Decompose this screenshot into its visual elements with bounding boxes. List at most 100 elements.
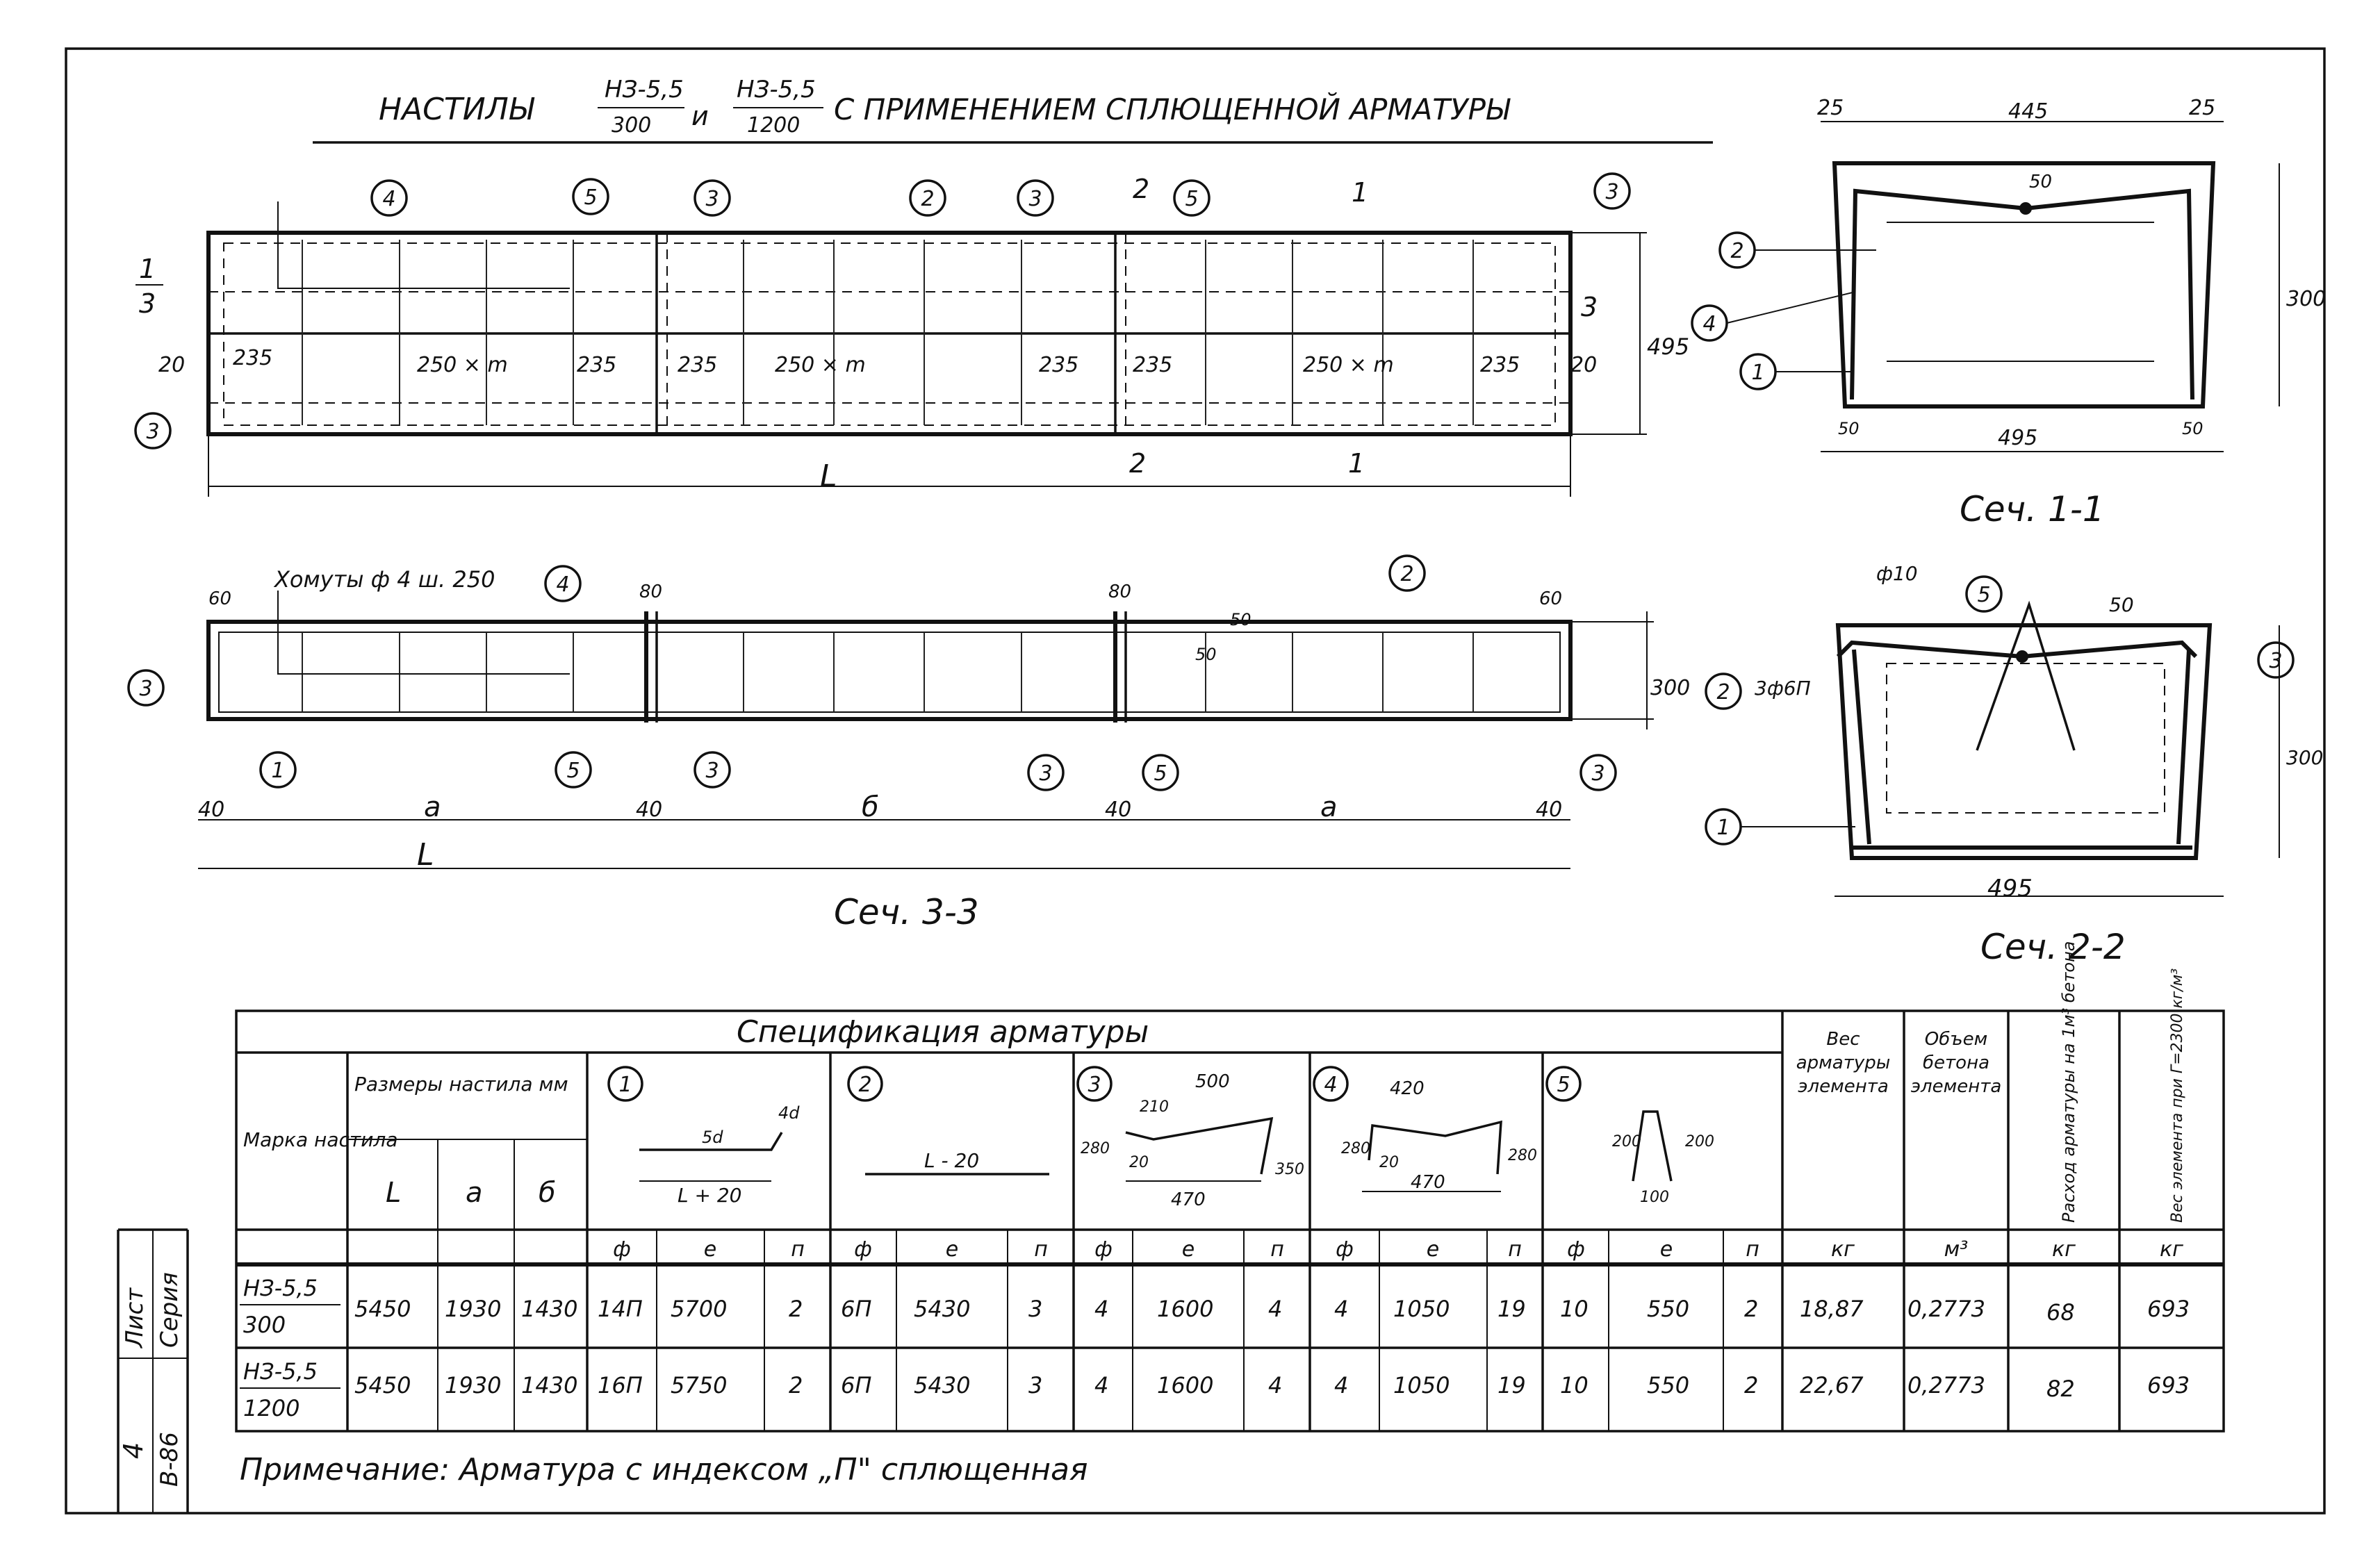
bar3-dim-4: 20 xyxy=(1129,1154,1149,1171)
plan-dim-3: 250 × m xyxy=(417,353,508,377)
section-3-3: Хомуты ф 4 ш. 250 60 80 80 60 40 a 40 б … xyxy=(127,554,1690,932)
row2-mark-bottom: 1200 xyxy=(243,1395,299,1421)
row1-mark-top: НЗ-5,5 xyxy=(243,1275,318,1301)
s33-dim-bot-7: 40 xyxy=(1536,798,1562,822)
s11-dim-2: 445 xyxy=(2008,99,2048,124)
col-a-header: a xyxy=(466,1177,483,1209)
row2-b2-len: 5430 xyxy=(914,1372,970,1399)
bar1-sketch: 1 4d 5d L + 20 xyxy=(607,1066,800,1207)
col-elem-header: Вес элемента при Г=2300 кг/м³ xyxy=(2169,968,2186,1223)
row1-weight: 18,87 xyxy=(1800,1296,1864,1322)
stirrup-note: Хомуты ф 4 ш. 250 xyxy=(273,566,495,593)
bar4-sketch: 4 420 280 20 470 280 xyxy=(1313,1066,1537,1193)
row1-b3-len: 1600 xyxy=(1157,1296,1213,1322)
plan-dim-5: 235 xyxy=(678,353,717,377)
plan-dim-7: 235 xyxy=(1039,353,1078,377)
unit-rate: кг xyxy=(2052,1237,2076,1262)
unit-elem: кг xyxy=(2160,1237,2183,1262)
sub-phi-5: ф xyxy=(1567,1237,1585,1262)
plan-callout-3c: 3 xyxy=(1605,180,1618,204)
bar3-dim-3: 280 xyxy=(1081,1140,1110,1157)
bar5-dim-2: 200 xyxy=(1685,1133,1714,1150)
spec-table: Спецификация арматуры Марка настила Разм… xyxy=(235,941,2225,1433)
s11-callout-2: 2 xyxy=(1730,239,1743,263)
row2-b5-qty: 2 xyxy=(1744,1372,1758,1399)
sub-e-5: е xyxy=(1660,1237,1673,1262)
plan-dim-8: 235 xyxy=(1133,353,1172,377)
sub-n-3: п xyxy=(1270,1237,1284,1262)
drawing-title: НАСТИЛЫ НЗ-5,5 300 и НЗ-5,5 1200 С ПРИМЕ… xyxy=(313,76,1713,144)
bar3-dim-5: 350 xyxy=(1275,1161,1304,1178)
plan-dim-2: 235 xyxy=(233,346,272,370)
s33-dim-bot-5: 40 xyxy=(1105,798,1131,822)
row1-b1-phi: 14П xyxy=(598,1296,643,1322)
bar1-dim-3: L + 20 xyxy=(678,1184,742,1207)
s33-small-dim-2: 50 xyxy=(1230,610,1251,629)
bar3-dim-1: 500 xyxy=(1195,1071,1230,1092)
bar3-sketch: 3 500 210 280 20 350 470 xyxy=(1076,1066,1304,1210)
row1-mark-bottom: 300 xyxy=(243,1312,286,1338)
plan-dim-9: 250 × m xyxy=(1303,353,1394,377)
bar1-dim-2: 5d xyxy=(702,1128,723,1147)
sub-e-4: е xyxy=(1427,1237,1439,1262)
plan-length-label: L xyxy=(820,459,837,494)
bar2-sketch: 2 L - 20 xyxy=(847,1066,1049,1176)
plan-cut-1b: 1 xyxy=(1348,448,1365,479)
plan-callout-3b: 3 xyxy=(1028,187,1042,211)
row2-b3-phi: 4 xyxy=(1094,1372,1108,1399)
s33-dim-bot-1: 40 xyxy=(198,798,224,822)
s33-callout-3c: 3 xyxy=(1039,761,1052,786)
section-2-2: ф10 50 3ф6П 300 495 Сеч. 2-2 5 2 3 1 xyxy=(1705,562,2323,967)
title-mark1-bottom: 300 xyxy=(612,113,651,138)
title-mark1-top: НЗ-5,5 xyxy=(605,76,684,104)
bar2-dim-1: L - 20 xyxy=(924,1149,979,1172)
row1-b2-qty: 3 xyxy=(1028,1296,1042,1322)
bar1-dim-1: 4d xyxy=(778,1103,800,1123)
s22-dim-1: ф10 xyxy=(1876,562,1918,585)
stamp-sheet: Лист xyxy=(121,1287,149,1349)
s33-small-dim-1: 50 xyxy=(1195,645,1217,664)
row1-b5-qty: 2 xyxy=(1744,1296,1758,1322)
s22-callout-5: 5 xyxy=(1977,583,1990,607)
plan-cut-2a: 2 xyxy=(1133,174,1149,204)
sheet-frame xyxy=(65,47,2326,1515)
s33-dim-top-1: 60 xyxy=(208,588,231,609)
plan-dim-6: 250 × m xyxy=(775,353,866,377)
row2-b5-phi: 10 xyxy=(1560,1372,1589,1399)
row1-b4-phi: 4 xyxy=(1334,1296,1348,1322)
stamp-series: Серия xyxy=(156,1272,183,1348)
s22-callout-1: 1 xyxy=(1716,816,1730,840)
bar1-number: 1 xyxy=(618,1073,632,1097)
row2-b4-len: 1050 xyxy=(1393,1372,1450,1399)
title-joiner: и xyxy=(691,101,709,131)
s11-dim-5: 300 xyxy=(2286,287,2326,311)
plan-dim-10: 235 xyxy=(1480,353,1520,377)
s22-dim-3: 3ф6П xyxy=(1755,677,1811,700)
bar4-number: 4 xyxy=(1324,1073,1337,1097)
s11-dim-1: 25 xyxy=(1817,96,1844,120)
s22-callout-3: 3 xyxy=(2269,649,2282,673)
sub-e-1: е xyxy=(704,1237,716,1262)
plan-dim-4: 235 xyxy=(577,353,616,377)
s33-callout-4: 4 xyxy=(556,572,569,597)
bar4-dim-2: 280 xyxy=(1341,1140,1370,1157)
row1-b5-phi: 10 xyxy=(1560,1296,1589,1322)
plan-callout-3a: 3 xyxy=(705,187,719,211)
s33-dim-bot-4: б xyxy=(862,791,879,823)
sub-e-3: е xyxy=(1182,1237,1195,1262)
s33-dim-top-4: 60 xyxy=(1539,588,1562,609)
row1-b1-len: 5700 xyxy=(671,1296,727,1322)
s33-dim-bot-2: a xyxy=(424,791,441,823)
col-L-header: L xyxy=(386,1177,401,1209)
s11-dim-3: 25 xyxy=(2189,96,2215,120)
bar4-dim-4: 470 xyxy=(1411,1172,1445,1193)
s22-callout-2: 2 xyxy=(1716,680,1730,704)
title-stamp: Серия В-86 Лист 4 xyxy=(117,1228,189,1513)
row1-b3-qty: 4 xyxy=(1268,1296,1282,1322)
sub-n-4: п xyxy=(1508,1237,1522,1262)
row2-mark-top: НЗ-5,5 xyxy=(243,1358,318,1385)
row2-elem: 693 xyxy=(2147,1372,2190,1399)
row2-b1-len: 5750 xyxy=(671,1372,727,1399)
title-mark2-top: НЗ-5,5 xyxy=(737,76,816,104)
s33-callout-5b: 5 xyxy=(1154,761,1167,786)
